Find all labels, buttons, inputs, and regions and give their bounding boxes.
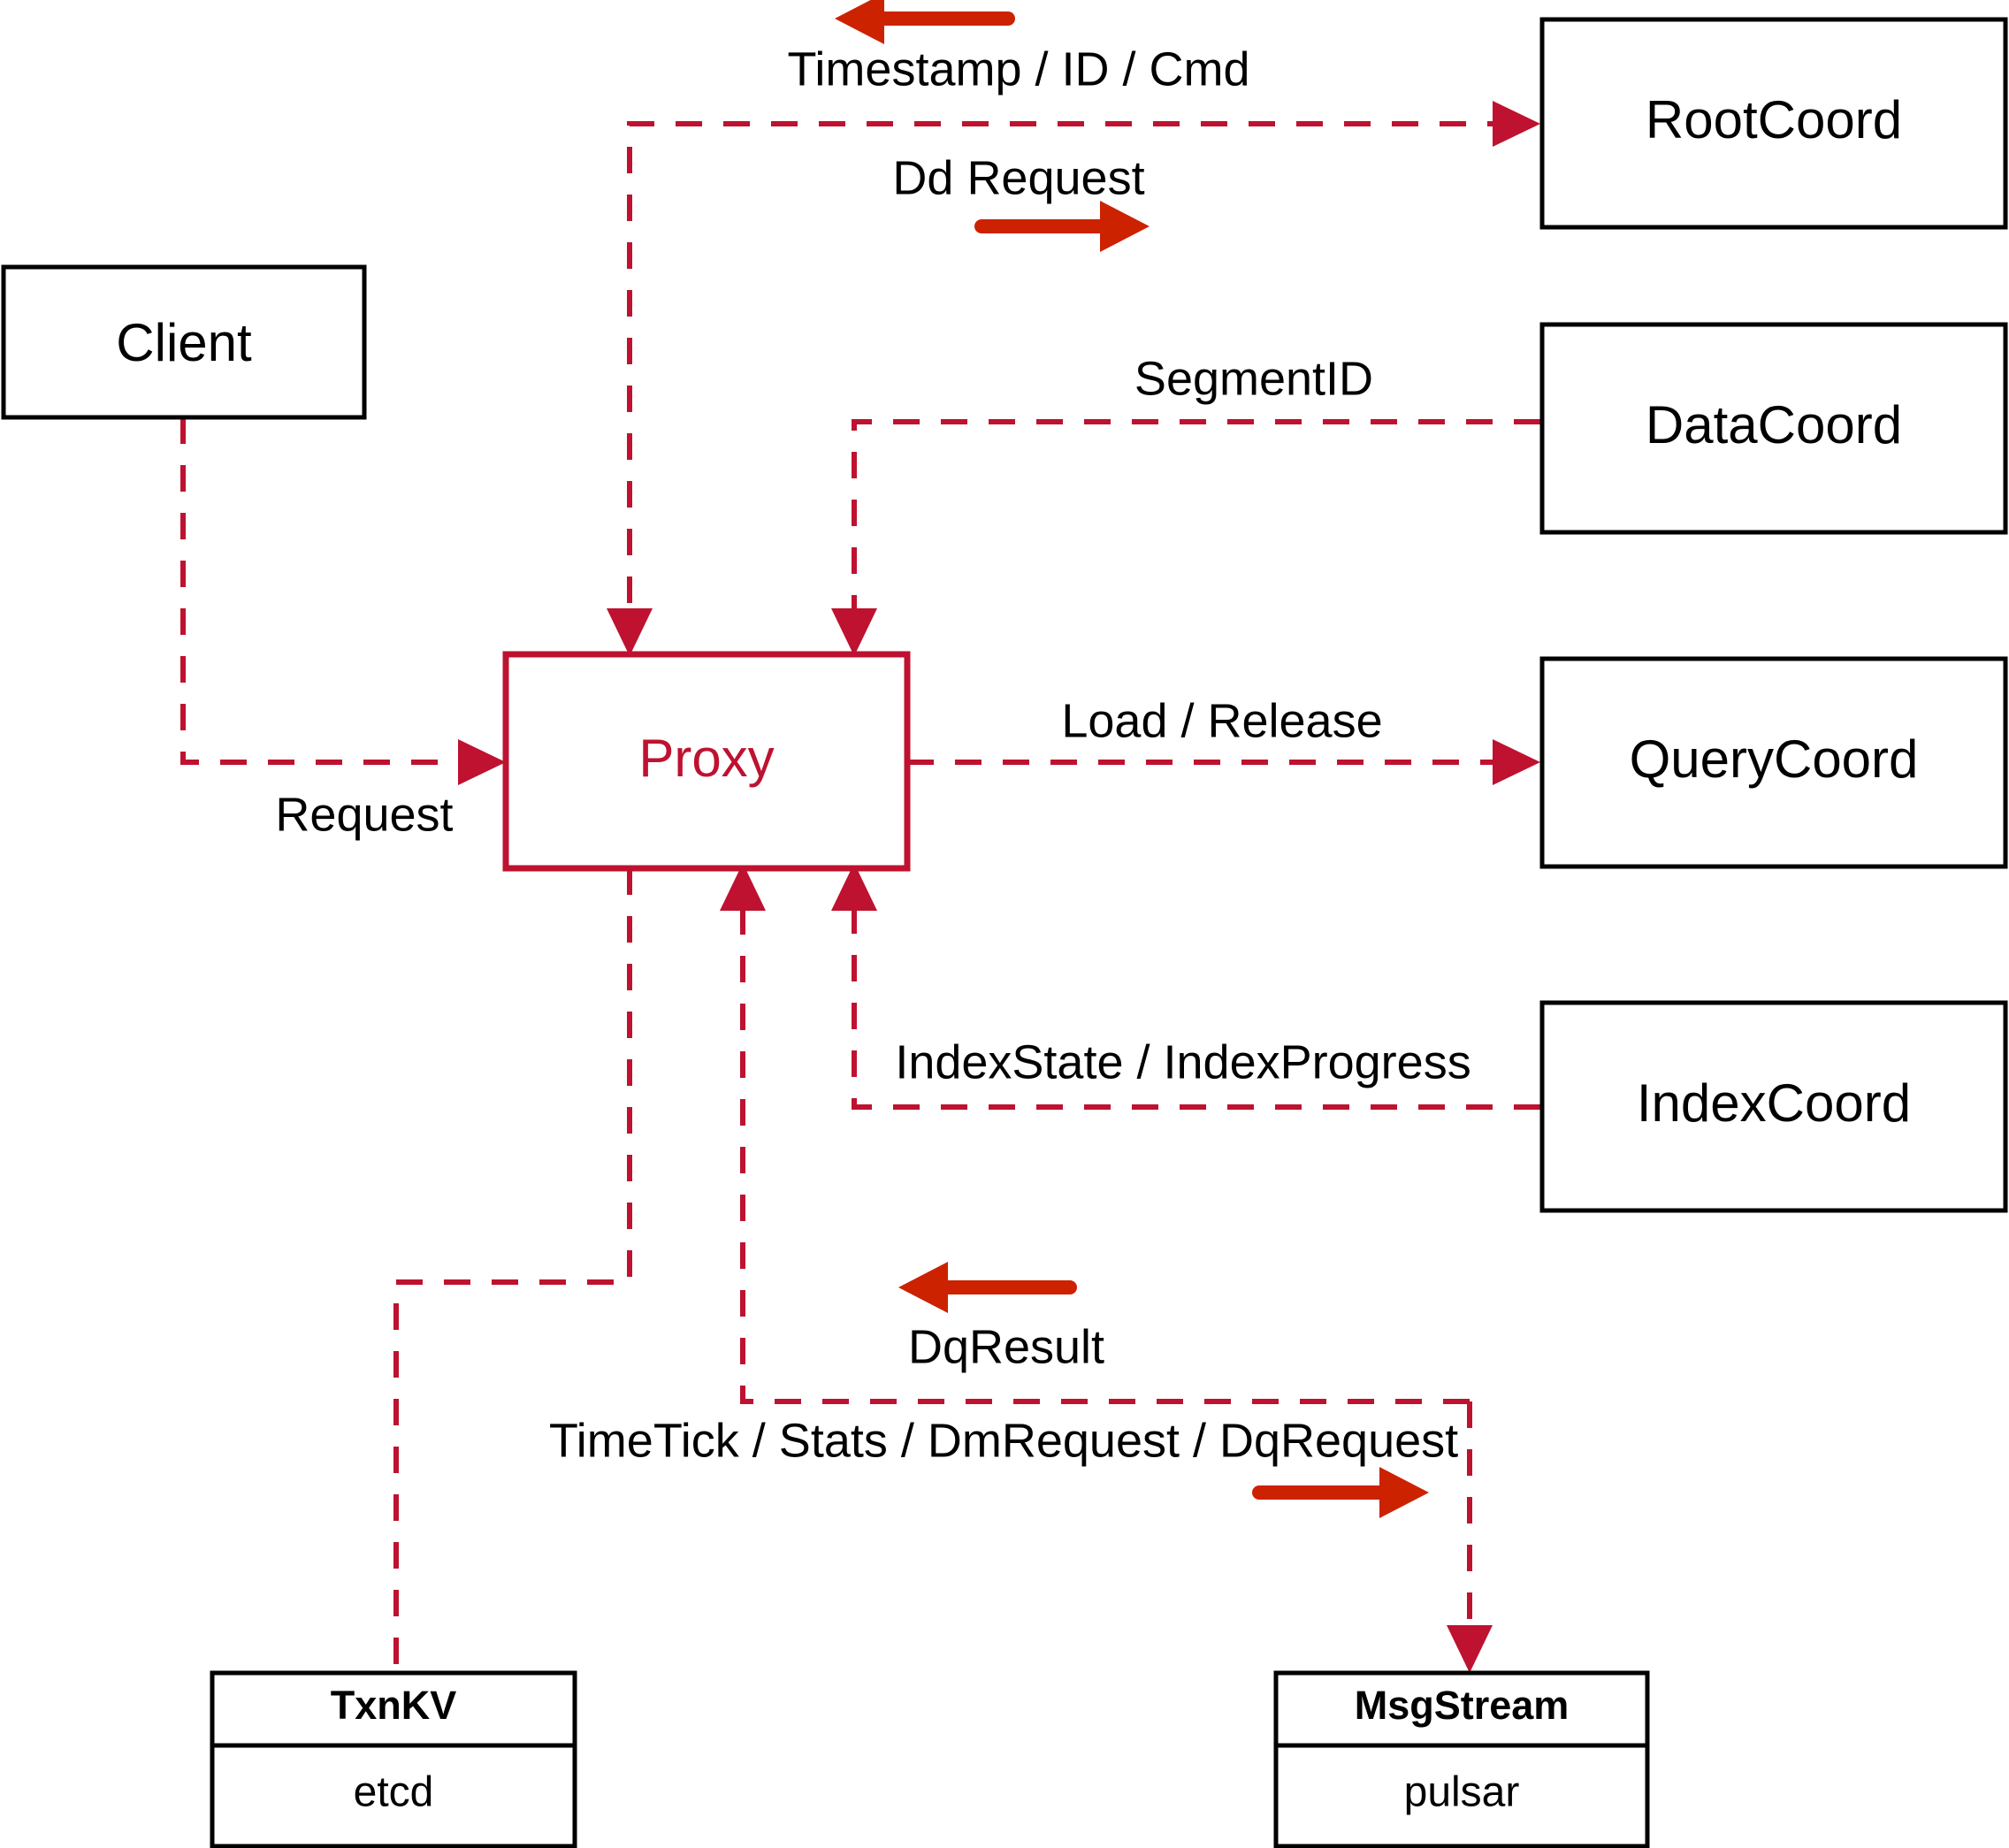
edge-label-dq-result: DqResult xyxy=(908,1320,1104,1373)
edge-line xyxy=(852,897,1540,1110)
client-box[interactable] xyxy=(1,264,367,420)
edge-line xyxy=(852,419,1540,628)
arrowhead-icon xyxy=(1447,1625,1493,1673)
node-txnkv[interactable]: TxnKV etcd xyxy=(210,1670,577,1848)
edge-proxy-to-querycoord xyxy=(907,739,1540,785)
legend-arrow-left-timestamp xyxy=(835,0,1015,44)
edge-line xyxy=(180,417,469,765)
edge-label-segment-id: SegmentID xyxy=(1134,352,1373,405)
arrow-left-icon xyxy=(835,0,884,44)
edge-indexcoord-to-proxy xyxy=(831,863,1540,1110)
arrowhead-icon xyxy=(720,863,766,911)
msgstream-box[interactable] xyxy=(1273,1670,1650,1848)
indexcoord-box[interactable] xyxy=(1539,1000,2008,1213)
indexcoord-label: IndexCoord xyxy=(1637,1073,1911,1133)
legend-arrow-left-dqresult xyxy=(898,1262,1077,1313)
edge-line xyxy=(393,868,632,1673)
edge-line xyxy=(627,121,1494,651)
edge-line xyxy=(740,897,1470,1404)
edge-datacoord-to-proxy xyxy=(831,419,1540,656)
arrowhead-icon xyxy=(831,863,877,911)
txnkv-title: TxnKV xyxy=(331,1683,457,1728)
edge-proxy-to-msgstream xyxy=(1447,1401,1493,1673)
edge-label-timestamp-id-cmd: Timestamp / ID / Cmd xyxy=(787,42,1249,95)
node-indexcoord[interactable]: IndexCoord xyxy=(1539,1000,2008,1213)
arrowhead-icon xyxy=(458,739,506,785)
edge-proxy-to-rootcoord xyxy=(627,101,1540,651)
node-rootcoord[interactable]: RootCoord xyxy=(1539,17,2008,230)
arrowhead-icon xyxy=(831,608,877,656)
edge-proxy-to-txnkv xyxy=(393,868,632,1673)
node-datacoord[interactable]: DataCoord xyxy=(1539,322,2008,535)
node-proxy[interactable]: Proxy xyxy=(502,651,911,872)
legend-arrow-right-ddrequest xyxy=(974,201,1150,252)
edge-msgstream-to-proxy xyxy=(720,863,1470,1404)
txnkv-box[interactable] xyxy=(210,1670,577,1848)
msgstream-title: MsgStream xyxy=(1355,1683,1570,1728)
edge-label-load-release: Load / Release xyxy=(1061,694,1382,747)
edge-label-timetick-stats: TimeTick / Stats / DmRequest / DqRequest xyxy=(549,1414,1458,1467)
proxy-label: Proxy xyxy=(638,729,774,788)
edge-label-index-state-progress: IndexState / IndexProgress xyxy=(895,1035,1470,1088)
querycoord-label: QueryCoord xyxy=(1630,729,1919,789)
edge-label-dd-request: Dd Request xyxy=(892,151,1144,204)
arrow-right-icon xyxy=(1100,201,1150,252)
datacoord-box[interactable] xyxy=(1539,322,2008,535)
proxy-box[interactable] xyxy=(502,651,911,872)
querycoord-box[interactable] xyxy=(1539,656,2008,869)
datacoord-label: DataCoord xyxy=(1646,395,1902,454)
edge-client-to-proxy xyxy=(180,417,506,785)
node-querycoord[interactable]: QueryCoord xyxy=(1539,656,2008,869)
arrowhead-icon xyxy=(607,608,653,656)
node-client[interactable]: Client xyxy=(1,264,367,420)
rootcoord-box[interactable] xyxy=(1539,17,2008,230)
msgstream-sublabel: pulsar xyxy=(1404,1769,1520,1816)
arrow-left-icon xyxy=(898,1262,948,1313)
arrowhead-icon xyxy=(1493,739,1540,785)
legend-arrow-right-timetick xyxy=(1252,1467,1429,1518)
edge-label-request: Request xyxy=(275,788,453,841)
arrow-right-icon xyxy=(1379,1467,1429,1518)
txnkv-sublabel: etcd xyxy=(354,1769,434,1816)
edge-rootcoord-to-proxy-head xyxy=(607,608,653,656)
rootcoord-label: RootCoord xyxy=(1646,90,1902,149)
node-msgstream[interactable]: MsgStream pulsar xyxy=(1273,1670,1650,1848)
client-label: Client xyxy=(116,313,252,372)
arrowhead-icon xyxy=(1493,101,1540,147)
